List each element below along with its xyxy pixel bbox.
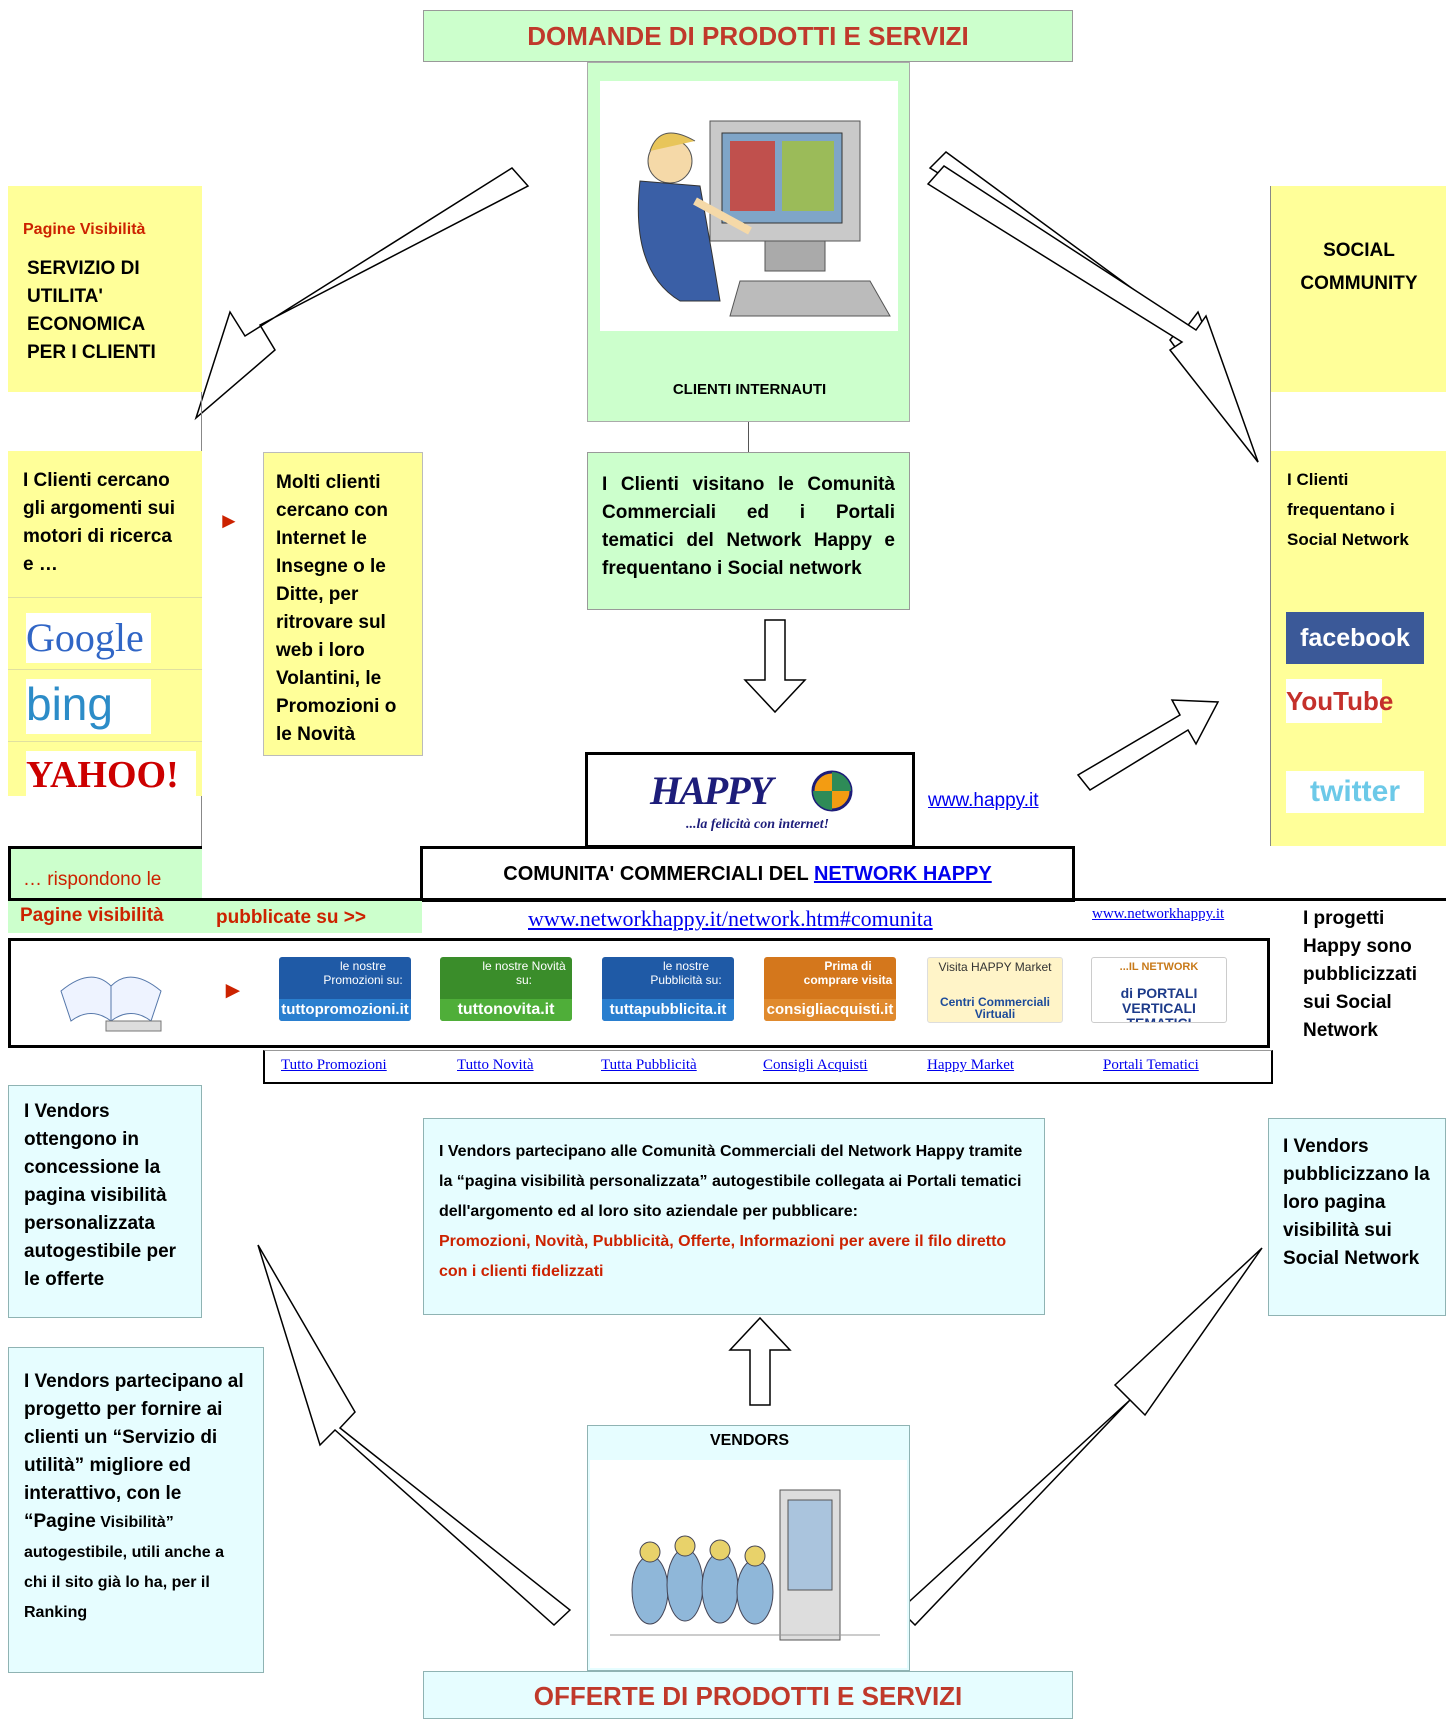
community-url-link[interactable]: www.networkhappy.it/network.htm#comunita: [528, 906, 933, 931]
computer-user-icon: [637, 120, 891, 317]
happy-url-link[interactable]: www.happy.it: [928, 790, 1039, 811]
right-panel: SOCIAL COMMUNITY I Clienti frequentano i…: [1270, 186, 1446, 846]
banner-row: ► le nostre Promozioni su: tuttopromozio…: [8, 938, 1270, 1048]
vendors-right-box: I Vendors pubblicizzano la loro pagina v…: [1268, 1118, 1446, 1316]
banner-tuttapubblicita[interactable]: le nostre Pubblicità su: tuttapubblicita…: [602, 957, 734, 1021]
book-computer-icon: [60, 976, 162, 1032]
pointer-icon-2: ►: [221, 977, 245, 1004]
clients-box: CLIENTI INTERNAUTI: [587, 62, 910, 422]
banner-bottom: tuttopromozioni.it: [279, 999, 411, 1021]
link-tutto-novita[interactable]: Tutto Novità: [457, 1057, 534, 1073]
banner-links-row: Tutto Promozioni Tutto Novità Tutta Pubb…: [263, 1050, 1273, 1084]
right-panel-heading: SOCIAL COMMUNITY: [1300, 240, 1418, 294]
top-title: DOMANDE DI PRODOTTI E SERVIZI: [423, 10, 1073, 62]
youtube-logo[interactable]: YouTube: [1286, 679, 1393, 723]
happy-logo-box[interactable]: HAPPY ...la felicità con internet!: [585, 752, 915, 848]
arrow-top-right-clean: [926, 165, 1259, 463]
vendors-box: VENDORS: [587, 1425, 910, 1671]
banner-tuttonovita[interactable]: le nostre Novità su: tuttonovita.it: [440, 957, 572, 1021]
google-logo[interactable]: Google: [26, 613, 151, 663]
community-title: COMUNITA' COMMERCIALI DEL NETWORK HAPPY: [420, 846, 1075, 902]
network-url-link[interactable]: www.networkhappy.it: [1092, 906, 1225, 922]
search-engines-box: I Clienti cercano gli argomenti sui moto…: [8, 451, 202, 799]
banner-top: Prima di comprare visita: [803, 959, 893, 987]
vendors-left-2-part2: Visibilità” autogestibile, utili anche a…: [24, 1514, 225, 1621]
pagine-visibilita-label: Pagine visibilità: [20, 905, 164, 926]
vendors-center-box: I Vendors partecipano alle Comunità Comm…: [423, 1118, 1045, 1315]
banner-top: le nostre Pubblicità su:: [650, 959, 722, 987]
happy-tagline: ...la felicità con internet!: [686, 817, 830, 832]
pubblicate-label: pubblicate su >>: [216, 907, 366, 928]
banner-top: le nostre Novità su:: [482, 959, 566, 987]
social-text: I Clienti frequentano i Social Network: [1287, 470, 1409, 549]
right-panel-header: SOCIAL COMMUNITY: [1271, 186, 1446, 392]
link-happy-market[interactable]: Happy Market: [927, 1057, 1015, 1073]
link-tutto-promozioni[interactable]: Tutto Promozioni: [281, 1057, 387, 1073]
network-happy-link[interactable]: NETWORK HAPPY: [813, 863, 992, 885]
banner-bottom: consigliacquisti.it: [764, 999, 896, 1021]
pubblicate-row: Pagine visibilità pubblicate su >>: [8, 901, 422, 933]
twitter-logo[interactable]: twitter: [1286, 771, 1424, 813]
banner-bottom: tuttapubblicita.it: [602, 999, 734, 1021]
banner-top: Visita HAPPY Market: [938, 960, 1052, 974]
progetti-text: I progetti Happy sono pubblicizzati sui …: [1303, 908, 1417, 1041]
vendors-center-highlight: Promozioni, Novità, Pubblicità, Offerte,…: [439, 1233, 1007, 1280]
arrow-bottom-right: [898, 1247, 1263, 1627]
arrow-up-center: [728, 1316, 792, 1406]
yahoo-logo[interactable]: YAHOO!: [26, 751, 196, 799]
banner-happymarket[interactable]: Visita HAPPY Market Centri Commerciali V…: [927, 957, 1063, 1023]
vendors-left-box-2: I Vendors partecipano al progetto per fo…: [8, 1347, 264, 1673]
banner-top: ...IL NETWORK: [1119, 961, 1199, 973]
banner-bottom: di PORTALI VERTICALI TEMATICI: [1120, 985, 1198, 1023]
community-title-prefix: COMUNITA' COMMERCIALI DEL: [503, 863, 814, 885]
vendors-center-text: I Vendors partecipano alle Comunità Comm…: [439, 1143, 1023, 1220]
clients-text: I Clienti visitano le Comunità Commercia…: [587, 452, 910, 610]
arrow-to-social: [1076, 699, 1220, 791]
left-panel-heading: SERVIZIO DI UTILITA' ECONOMICA PER I CLI…: [27, 258, 156, 363]
arrow-bottom-left: [257, 1244, 572, 1627]
pointer-icon: ►: [218, 508, 240, 533]
bing-logo[interactable]: bing: [26, 679, 151, 734]
vendors-left-2-part1: I Vendors partecipano al progetto per fo…: [24, 1371, 244, 1532]
clients-label: CLIENTI INTERNAUTI: [672, 381, 827, 398]
left-panel: Pagine Visibilità SERVIZIO DI UTILITA' E…: [8, 186, 202, 846]
connector-line: [748, 422, 749, 452]
middle-left-box: Molti clienti cercano con Internet le In…: [263, 452, 423, 756]
vendors-crowd-icon: [610, 1489, 880, 1641]
arrow-top-left: [194, 167, 530, 421]
link-tutta-pubblicita[interactable]: Tutta Pubblicità: [601, 1057, 697, 1073]
divider-line-top: [8, 898, 1446, 901]
facebook-logo[interactable]: facebook: [1286, 612, 1424, 664]
rispondono-box: … rispondono le: [8, 846, 202, 902]
banner-consigliacquisti[interactable]: Prima di comprare visita consigliacquist…: [764, 957, 896, 1021]
banner-portali[interactable]: ...IL NETWORK di PORTALI VERTICALI TEMAT…: [1091, 957, 1227, 1023]
bottom-title: OFFERTE DI PRODOTTI E SERVIZI: [423, 1671, 1073, 1719]
internet-user-illustration: [600, 81, 898, 331]
link-consigli-acquisti[interactable]: Consigli Acquisti: [763, 1057, 868, 1073]
vendors-illustration: [590, 1460, 907, 1668]
banner-top: le nostre Promozioni su:: [323, 959, 403, 987]
banner-tuttopromozioni[interactable]: le nostre Promozioni su: tuttopromozioni…: [279, 957, 411, 1021]
banner-bottom: tuttonovita.it: [440, 999, 572, 1021]
middle-left-text: Molti clienti cercano con Internet le In…: [276, 472, 397, 745]
left-panel-header: Pagine Visibilità SERVIZIO DI UTILITA' E…: [8, 186, 202, 392]
arrow-down-center: [743, 619, 807, 714]
banner-bottom: Centri Commerciali Virtuali: [939, 995, 1051, 1021]
search-text: I Clienti cercano gli argomenti sui moto…: [23, 470, 176, 575]
vendors-left-box-1: I Vendors ottengono in concessione la pa…: [8, 1085, 202, 1318]
rispondono-text: … rispondono le: [23, 869, 162, 890]
social-box: I Clienti frequentano i Social Network f…: [1271, 451, 1446, 846]
happy-logo: HAPPY: [650, 768, 773, 813]
left-panel-tag: Pagine Visibilità: [23, 221, 146, 238]
vendors-label: VENDORS: [709, 1432, 790, 1449]
link-portali-tematici[interactable]: Portali Tematici: [1103, 1057, 1199, 1073]
happy-swirl-icon: [811, 770, 853, 812]
